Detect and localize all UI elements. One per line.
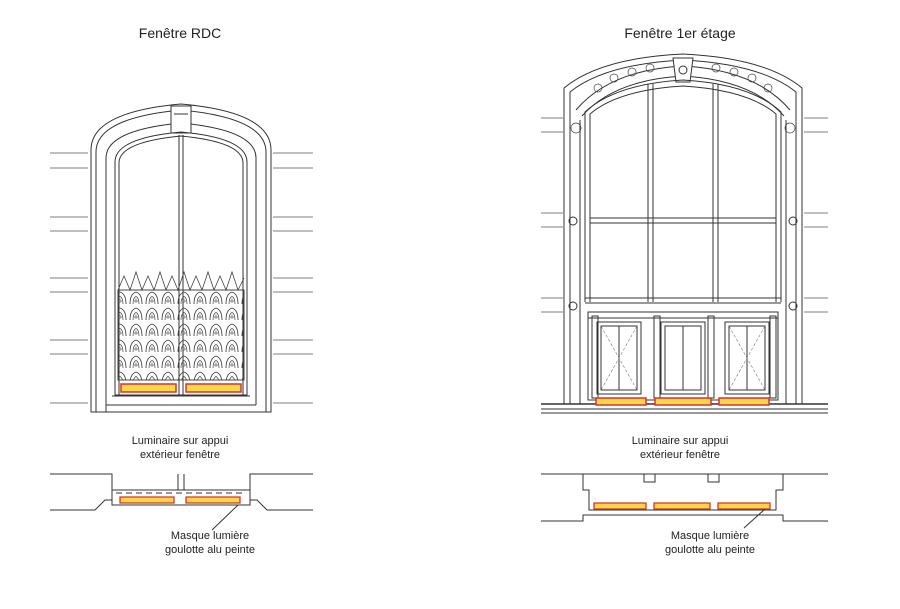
left-leader-line	[212, 505, 238, 530]
right-keystone	[673, 58, 693, 82]
left-section-luminaire-1	[120, 497, 174, 503]
right-luminaire-2	[655, 398, 711, 405]
left-section	[50, 474, 313, 510]
left-section-luminaire-2	[186, 497, 240, 503]
right-section	[541, 474, 828, 521]
left-luminaire-1	[121, 384, 176, 392]
right-section-luminaire-2	[654, 503, 710, 509]
left-grille-crest	[118, 272, 244, 290]
left-grille	[118, 290, 244, 380]
right-callout-bottom-line-1: Masque lumière	[670, 530, 750, 542]
right-luminaire-1	[596, 398, 646, 405]
right-callout-top: Luminaire sur appui extérieur fenêtre	[610, 434, 750, 462]
right-leader-line	[744, 509, 765, 528]
right-elevation	[541, 54, 828, 413]
left-luminaire-2	[186, 384, 241, 392]
left-keystone	[171, 106, 191, 133]
left-callout-top: Luminaire sur appui extérieur fenêtre	[110, 434, 250, 462]
left-callout-bottom-line-1: Masque lumière	[170, 530, 250, 542]
right-outer-frame	[564, 54, 802, 404]
right-callout-bottom: Masque lumière goulotte alu peinte	[640, 529, 780, 557]
left-callout-top-line-2: extérieur fenêtre	[139, 449, 221, 461]
left-callout-bottom-line-2: goulotte alu peinte	[165, 544, 255, 556]
right-title: Fenêtre 1er étage	[624, 25, 736, 41]
right-callout-bottom-line-2: goulotte alu peinte	[665, 544, 755, 556]
left-glazing	[115, 132, 247, 395]
left-wall-lines	[50, 153, 313, 403]
left-title: Fenêtre RDC	[138, 25, 222, 41]
right-rosette-1	[569, 217, 577, 225]
right-glazing	[585, 80, 781, 302]
right-arch-ornament	[571, 64, 795, 133]
left-outer-frame	[91, 104, 271, 412]
left-callout-top-line-1: Luminaire sur appui	[131, 435, 229, 447]
right-wall-lines	[541, 118, 828, 312]
right-lower-panels	[597, 322, 769, 394]
right-section-luminaire-3	[718, 503, 770, 509]
right-section-luminaire-1	[594, 503, 646, 509]
right-luminaire-3	[719, 398, 769, 405]
right-callout-top-line-1: Luminaire sur appui	[631, 435, 729, 447]
left-elevation	[50, 104, 313, 412]
right-callout-top-line-2: extérieur fenêtre	[639, 449, 721, 461]
right-panel-diagonals	[601, 326, 765, 390]
left-callout-bottom: Masque lumière goulotte alu peinte	[140, 529, 280, 557]
